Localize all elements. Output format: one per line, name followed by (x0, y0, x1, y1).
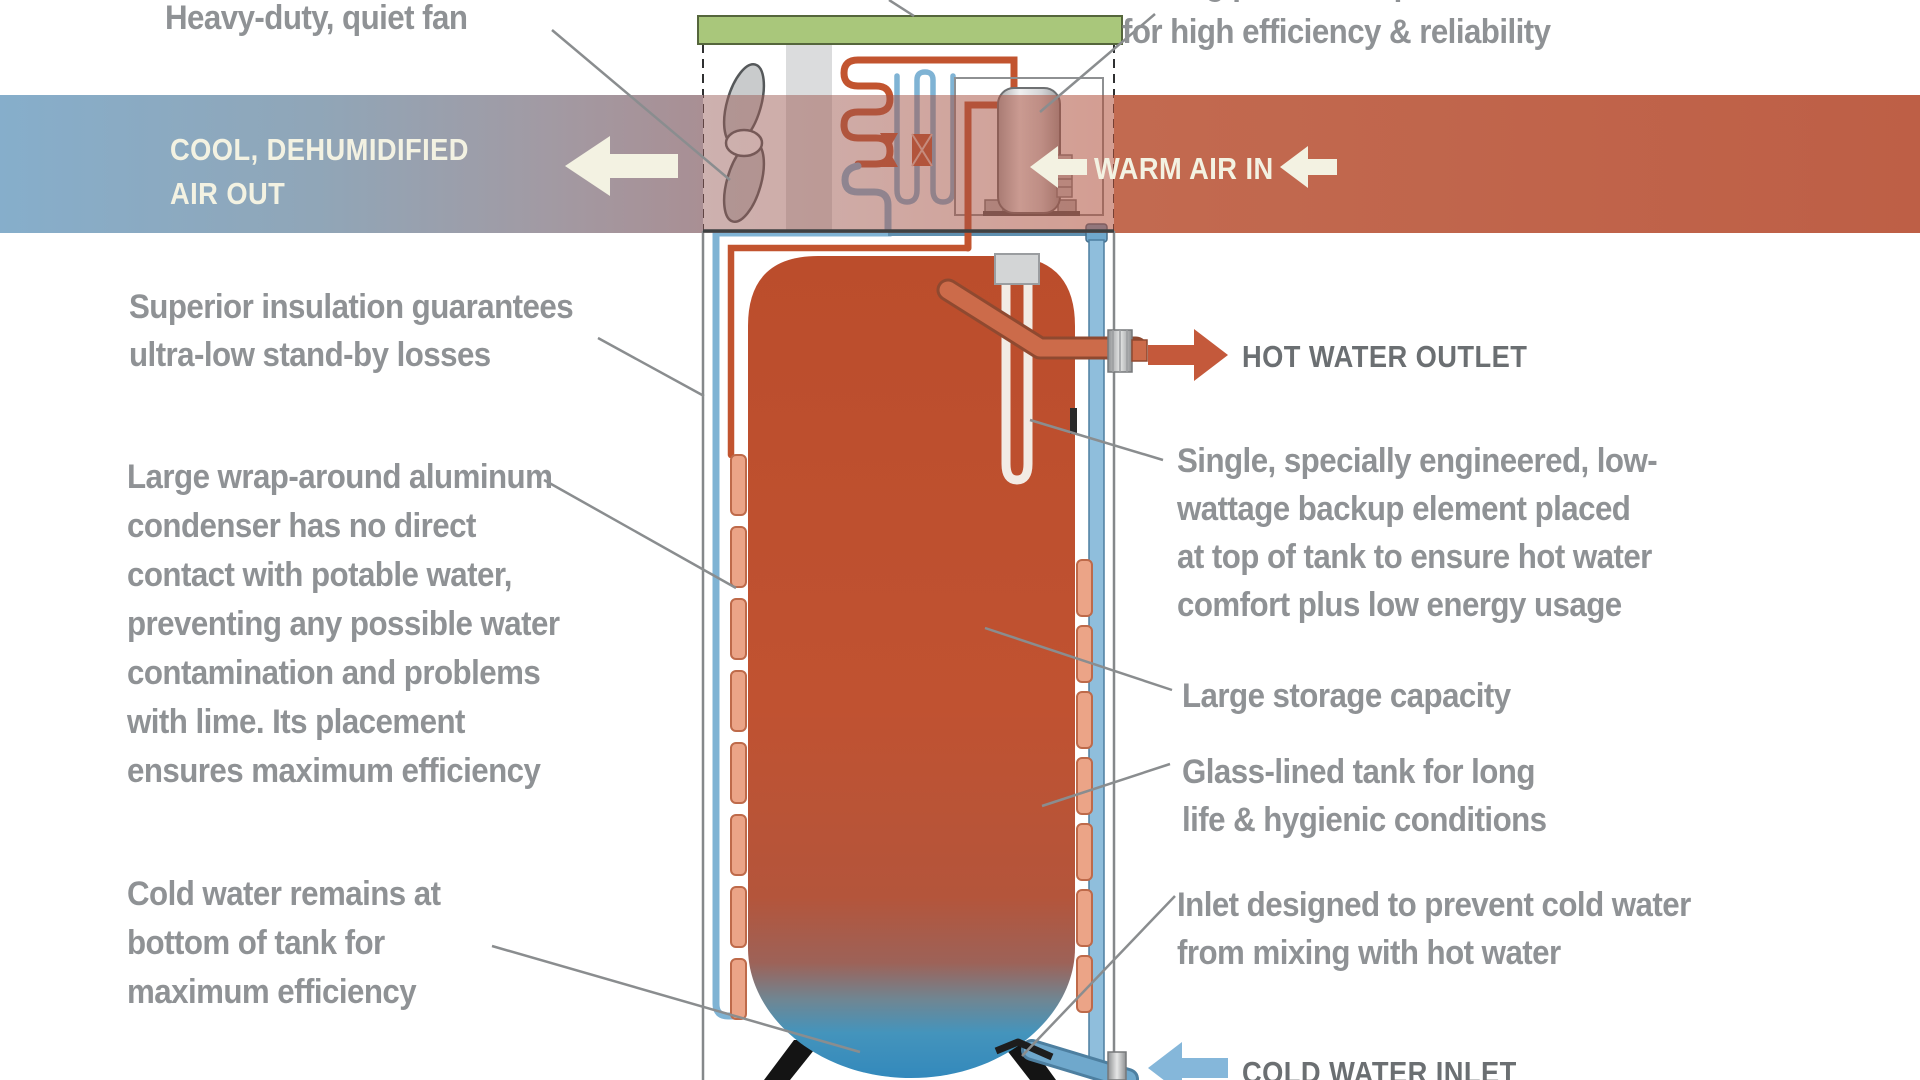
leader-lines (491, 0, 1176, 1057)
cold-water-inlet-pipe (994, 1038, 1139, 1080)
label-warm-air-in: WARM AIR IN (1094, 151, 1274, 186)
label-cold-water-inlet: COLD WATER INLET (1242, 1055, 1517, 1080)
top-cover (697, 15, 1123, 45)
label-fan: Heavy-duty, quiet fan (165, 0, 468, 37)
warm-air-band (1114, 95, 1920, 233)
tank-leg-right (1002, 1044, 1056, 1080)
label-hot-water-outlet: HOT WATER OUTLET (1242, 339, 1528, 374)
label-storage: Large storage capacity (1182, 677, 1511, 715)
label-backup-element: Single, specially engineered, low-wattag… (1177, 442, 1658, 624)
tank-leg-left (764, 1040, 822, 1080)
storage-tank (748, 256, 1075, 1078)
label-compressor: Rolling piston compressor motorfor high … (1122, 0, 1599, 51)
warm-air-arrow-left-icon (1030, 146, 1087, 188)
hot-water-outlet-pipe (936, 278, 1148, 373)
warm-air-arrow-right-icon (1280, 146, 1337, 188)
thermostat-marker (1070, 408, 1077, 434)
cold-water-arrow-icon (1148, 1042, 1228, 1080)
cool-air-arrow-icon (565, 136, 678, 196)
element-cap (994, 253, 1040, 285)
backup-element-icon (994, 253, 1040, 485)
condenser-segments (730, 454, 1093, 1020)
condenser-feed-pipe (727, 244, 972, 459)
hot-water-arrow-icon (1148, 329, 1228, 381)
